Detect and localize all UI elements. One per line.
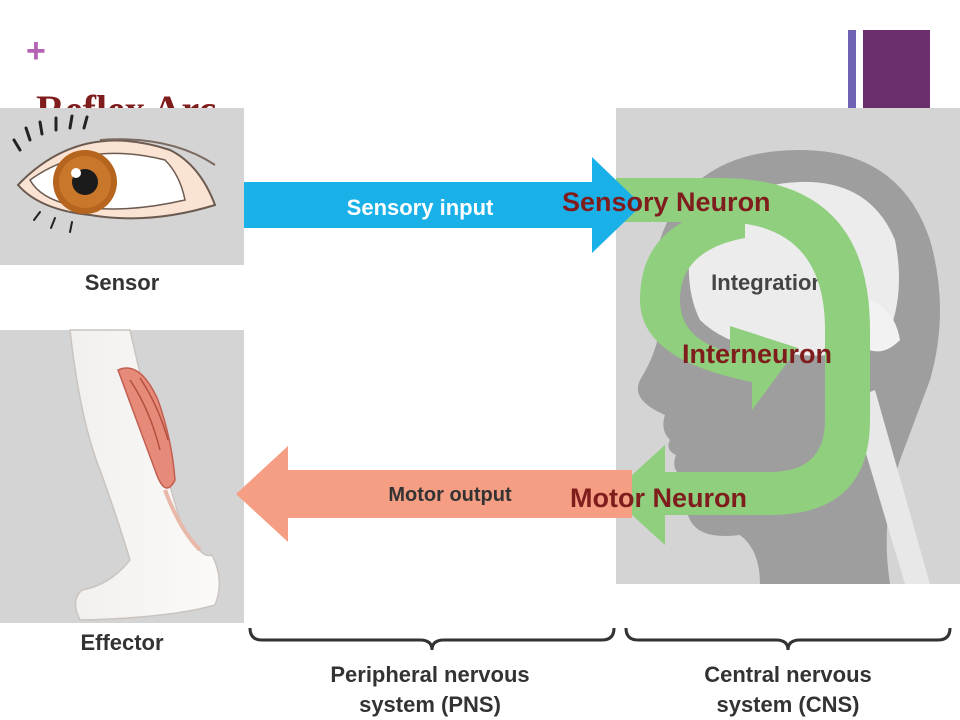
motor-output-arrow: Motor output	[236, 446, 632, 542]
pns-label-line2: system (PNS)	[359, 692, 501, 717]
interneuron-annotation: Interneuron	[682, 339, 832, 369]
accent-bar-box	[863, 30, 930, 108]
motor-output-label: Motor output	[388, 484, 512, 506]
bullet-plus-icon: +	[26, 32, 46, 70]
cns-label-line1: Central nervous	[704, 662, 872, 687]
pns-label-line1: Peripheral nervous	[330, 662, 529, 687]
cns-label-line2: system (CNS)	[716, 692, 859, 717]
integration-loop-arrow	[610, 178, 870, 545]
leg-icon	[69, 329, 221, 621]
sensory-neuron-annotation: Sensory Neuron	[562, 187, 771, 217]
integration-label: Integration	[711, 270, 825, 295]
sensory-input-arrow: Sensory input	[244, 157, 642, 253]
accent-bar-thin	[848, 30, 856, 108]
motor-neuron-annotation: Motor Neuron	[570, 483, 747, 513]
sensor-label: Sensor	[85, 270, 160, 295]
eye-icon	[12, 114, 217, 233]
sensory-input-label: Sensory input	[347, 195, 494, 220]
effector-label: Effector	[80, 630, 164, 655]
pns-bracket	[248, 627, 616, 651]
cns-bracket	[624, 627, 952, 651]
